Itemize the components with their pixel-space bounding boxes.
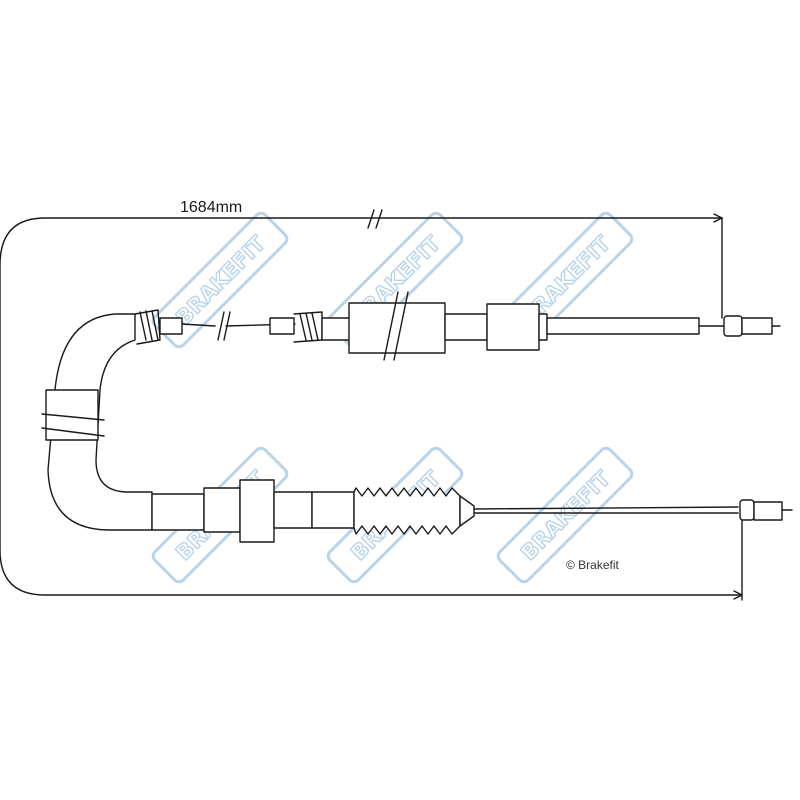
bottom-end-nipple (753, 501, 783, 521)
top-ferrule-right (269, 317, 295, 335)
bottom-conduit-segment (151, 493, 205, 531)
top-end-tube (546, 317, 700, 335)
top-conduit-segment (321, 317, 351, 341)
rubber-boot (353, 487, 461, 535)
bottom-end-fitting (739, 499, 755, 521)
dimension-break-mark (367, 209, 383, 229)
top-end-nipple (741, 317, 773, 335)
adjuster-break-mark (383, 291, 409, 361)
top-conduit-segment-2 (444, 313, 488, 341)
dimension-arrow-bottom (733, 590, 743, 600)
top-ferrule-left (159, 317, 183, 335)
top-end-fitting (723, 315, 743, 337)
bottom-adjuster-left (203, 487, 241, 533)
top-grommet (486, 303, 540, 351)
bottom-collar (311, 491, 355, 529)
dimension-loop (0, 217, 743, 596)
top-spring-right (293, 311, 323, 343)
top-grommet-neck (538, 313, 548, 341)
outer-conduit (47, 313, 153, 531)
top-inner-cable-left (181, 323, 216, 327)
watermark-text: BRAKEFIT (171, 231, 270, 330)
sleeve-break-mark (41, 413, 105, 437)
length-label: 1684mm (180, 199, 243, 216)
top-spring (134, 309, 161, 345)
watermark-text: BRAKEFIT (516, 466, 615, 565)
dimension-arrow-top (713, 213, 723, 223)
bottom-conduit-segment-2 (273, 491, 313, 529)
bottom-adjuster-body (239, 479, 275, 543)
bottom-inner-cable (473, 506, 739, 514)
copyright-text: © Brakefit (566, 558, 619, 572)
boot-taper (459, 495, 475, 527)
